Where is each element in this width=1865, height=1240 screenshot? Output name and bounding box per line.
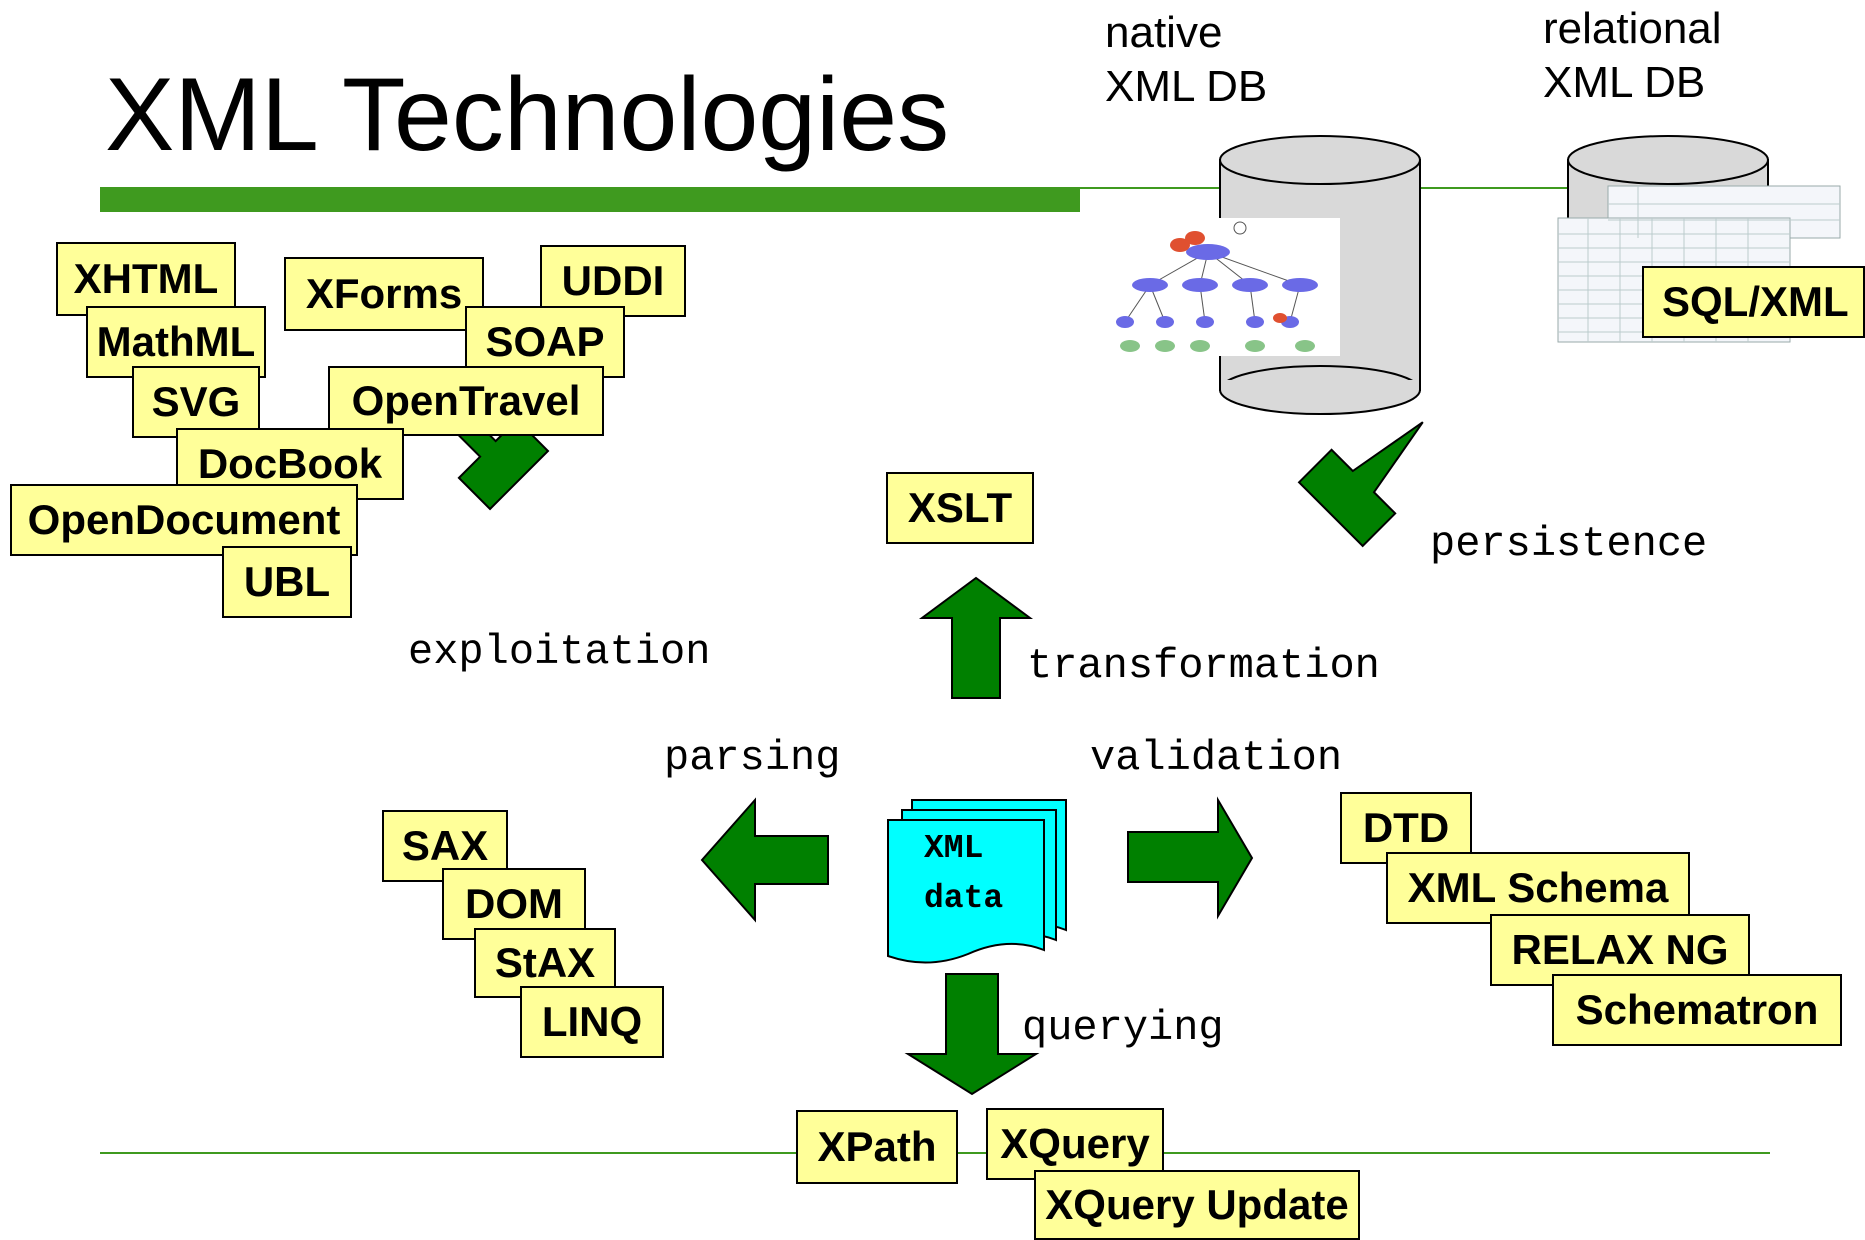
exploitation-label: exploitation [408, 628, 711, 676]
validation-label: validation [1090, 734, 1343, 782]
querying-label: querying [1022, 1004, 1224, 1052]
box-svg: SVG [132, 366, 260, 438]
native-db-cylinder [1110, 135, 1421, 415]
relational-db-label-line1: relational [1543, 4, 1722, 53]
persistence-label: persistence [1430, 520, 1708, 568]
box-sql-xml: SQL/XML [1642, 266, 1865, 338]
slide-title: XML Technologies [105, 57, 950, 173]
box-relax-ng: RELAX NG [1490, 914, 1750, 986]
native-db-label-line2: XML DB [1105, 61, 1268, 111]
box-xslt: XSLT [886, 472, 1034, 544]
title-underline-bar [100, 187, 1080, 212]
box-xforms: XForms [284, 257, 484, 331]
xml-data-label: XML data [924, 824, 1003, 923]
box-xquery-update: XQuery Update [1034, 1170, 1360, 1240]
box-ubl: UBL [222, 546, 352, 618]
box-opendocument: OpenDocument [10, 484, 358, 556]
xml-data-line2: data [924, 879, 1004, 917]
relational-db-label-line2: XML DB [1543, 57, 1706, 107]
native-db-label-line1: native [1105, 8, 1223, 57]
transformation-label: transformation [1027, 642, 1380, 690]
relational-db-label: relational XML DB [1543, 2, 1722, 109]
box-opentravel: OpenTravel [328, 366, 604, 436]
box-linq: LINQ [520, 986, 664, 1058]
parsing-arrow [700, 797, 829, 923]
box-schematron: Schematron [1552, 974, 1842, 1046]
box-xml-schema: XML Schema [1386, 852, 1690, 924]
validation-arrow [1127, 796, 1254, 920]
tree-icon [1116, 221, 1318, 352]
parsing-label: parsing [664, 734, 841, 782]
persistence-arrow [1297, 421, 1424, 548]
box-xhtml: XHTML [56, 242, 236, 316]
native-db-label: native XML DB [1105, 6, 1267, 113]
transformation-arrow [918, 576, 1034, 699]
querying-arrow [904, 973, 1040, 1096]
box-xpath: XPath [796, 1110, 958, 1184]
box-xquery: XQuery [986, 1108, 1164, 1180]
xml-data-line1: XML [924, 830, 984, 867]
xml-data-document-icon [887, 799, 1067, 964]
